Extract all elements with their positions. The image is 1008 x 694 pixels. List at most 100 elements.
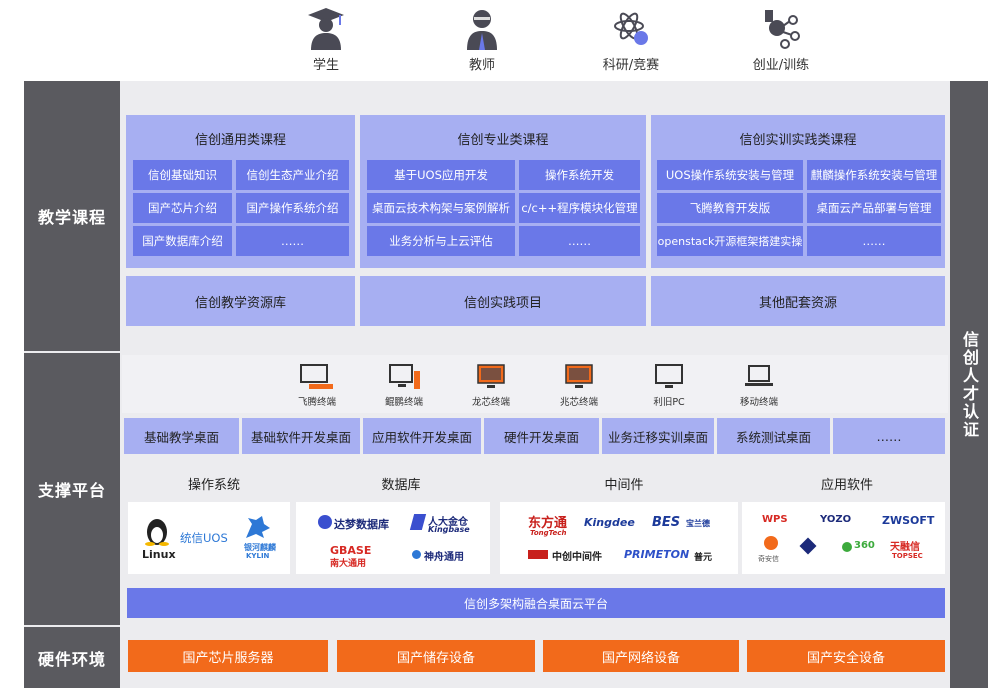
logo-topsec: TOPSEC <box>892 552 923 560</box>
terminal-label: 鲲鹏终端 <box>384 397 423 408</box>
logo-tongtech: TongTech <box>530 529 567 537</box>
course-item: 国产操作系统介绍 <box>236 193 349 223</box>
course-item: 操作系统开发 <box>519 160 640 190</box>
course-item: …… <box>236 226 349 256</box>
course-panel-general: 信创通用类课程 信创基础知识 信创生态产业介绍 国产芯片介绍 国产操作系统介绍 … <box>126 115 355 268</box>
section-curriculum: 教学课程 <box>24 81 120 351</box>
logo-qianxin: 奇安信 <box>758 555 779 563</box>
resource-other: 其他配套资源 <box>651 276 945 326</box>
logo-yozo: YOZO <box>820 514 852 525</box>
logo-renda: 人大金仓 <box>428 517 468 528</box>
logo-nanda: 南大通用 <box>330 559 367 569</box>
terminal-label: 兆芯终端 <box>559 397 598 408</box>
terminal-label: 利旧PC <box>653 397 685 408</box>
course-item: 国产芯片介绍 <box>133 193 232 223</box>
startup-network-icon <box>765 10 800 49</box>
logo-360: 360 <box>854 540 875 551</box>
security-x-icon <box>799 537 817 555</box>
course-item: 信创基础知识 <box>133 160 232 190</box>
role-student: 学生 <box>271 6 381 73</box>
logo-primeton: PRIMETON <box>624 548 690 561</box>
course-item: openstack开源框架搭建实操 <box>657 226 803 256</box>
course-panel-title: 信创实训实践类课程 <box>739 133 857 148</box>
logo-kingbase: Kingbase <box>428 525 470 534</box>
course-item: 基于UOS应用开发 <box>367 160 515 190</box>
logo-linux: Linux <box>142 548 176 561</box>
terminal-feiteng: 飞腾终端 <box>282 363 352 408</box>
role-startup: 创业/训练 <box>726 6 836 73</box>
logo-shenzhou: 神舟通用 <box>424 552 464 563</box>
software-apps-title: 应用软件 <box>820 478 873 493</box>
course-panel-title: 信创专业类课程 <box>457 133 549 148</box>
logo-uos: 统信UOS <box>180 531 228 545</box>
kingbase-icon <box>409 514 427 530</box>
logo-zhongchuang: 中创中间件 <box>552 552 602 563</box>
teacher-icon <box>467 10 497 50</box>
hardware-item: 国产网络设备 <box>543 640 739 672</box>
terminal-kunpeng: 鲲鹏终端 <box>369 363 439 408</box>
terminal-row: 飞腾终端 鲲鹏终端 龙芯终端 兆芯终端 <box>122 355 948 413</box>
monitor-icon <box>477 364 505 388</box>
course-item: c/c++程序模块化管理 <box>519 193 640 223</box>
terminal-legacy-pc: 利旧PC <box>634 363 704 408</box>
desktop-tower-icon <box>389 364 420 389</box>
course-item: …… <box>519 226 640 256</box>
desktop-type: 基础软件开发桌面 <box>242 418 360 454</box>
logo-360-icon <box>842 542 852 552</box>
course-panel-practice: 信创实训实践类课程 UOS操作系统安装与管理 麒麟操作系统安装与管理 飞腾教育开… <box>651 115 945 268</box>
terminal-mobile: 移动终端 <box>724 363 794 408</box>
role-label: 创业/训练 <box>752 58 810 73</box>
laptop-icon <box>745 365 773 386</box>
desktop-type: …… <box>833 418 945 454</box>
logo-kylin-cn: 银河麒麟 <box>244 543 276 552</box>
terminal-loongson: 龙芯终端 <box>456 363 526 408</box>
course-item: 国产数据库介绍 <box>133 226 232 256</box>
kylin-icon <box>246 516 270 538</box>
logo-kylin-en: KYLIN <box>246 552 270 560</box>
section-platform: 支撑平台 <box>24 353 120 625</box>
logo-wps: WPS <box>762 514 788 525</box>
section-certification: 信创人才认证 <box>950 81 988 688</box>
shenzhou-icon <box>412 550 421 559</box>
os-logo-box: Linux 统信UOS 银河麒麟 KYLIN <box>128 502 290 574</box>
course-panel-professional: 信创专业类课程 基于UOS应用开发 操作系统开发 桌面云技术构架与案例解析 c/… <box>360 115 646 268</box>
tux-penguin-icon <box>145 519 169 546</box>
resource-library: 信创教学资源库 <box>126 276 355 326</box>
logo-puyuan: 普元 <box>694 553 713 563</box>
logo-bes: BES <box>652 515 681 530</box>
software-middleware-title: 中间件 <box>604 478 644 493</box>
course-item: 飞腾教育开发版 <box>657 193 803 223</box>
desktop-type: 业务迁移实训桌面 <box>602 418 714 454</box>
hardware-item: 国产安全设备 <box>747 640 945 672</box>
graduate-icon <box>308 8 344 50</box>
logo-kingdee: Kingdee <box>584 516 635 529</box>
course-item: …… <box>807 226 941 256</box>
terminal-zhaoxin: 兆芯终端 <box>544 363 614 408</box>
course-item: 麒麟操作系统安装与管理 <box>807 160 941 190</box>
db-logo-box: 达梦数据库 人大金仓 Kingbase GBASE 南大通用 神舟通用 <box>296 502 490 574</box>
qianxin-icon <box>764 536 778 550</box>
logo-gbase: GBASE <box>330 544 372 557</box>
course-item: UOS操作系统安装与管理 <box>657 160 803 190</box>
software-db-title: 数据库 <box>381 478 421 493</box>
desktop-type: 系统测试桌面 <box>717 418 830 454</box>
desktop-computer-icon <box>300 364 333 389</box>
certification-label: 信创人才认证 <box>960 330 979 439</box>
terminal-label: 飞腾终端 <box>297 397 336 408</box>
role-label: 教师 <box>468 58 495 73</box>
logo-dongfangtong: 东方通 <box>528 516 568 531</box>
hardware-item: 国产芯片服务器 <box>128 640 328 672</box>
software-os-title: 操作系统 <box>187 478 240 493</box>
terminal-label: 移动终端 <box>739 397 778 408</box>
course-item: 业务分析与上云评估 <box>367 226 515 256</box>
course-item: 桌面云技术构架与案例解析 <box>367 193 515 223</box>
logo-topsec-cn: 天融信 <box>890 542 920 553</box>
cloud-platform-bar: 信创多架构融合桌面云平台 <box>127 588 945 618</box>
logo-zwsoft: ZWSOFT <box>882 514 935 527</box>
infors-icon <box>528 550 548 559</box>
role-teacher: 教师 <box>427 6 537 73</box>
hardware-item: 国产储存设备 <box>337 640 535 672</box>
apps-logo-box: WPS YOZO ZWSOFT 奇安信 360 天融信 TOPSEC <box>742 502 945 574</box>
desktop-type: 应用软件开发桌面 <box>363 418 481 454</box>
